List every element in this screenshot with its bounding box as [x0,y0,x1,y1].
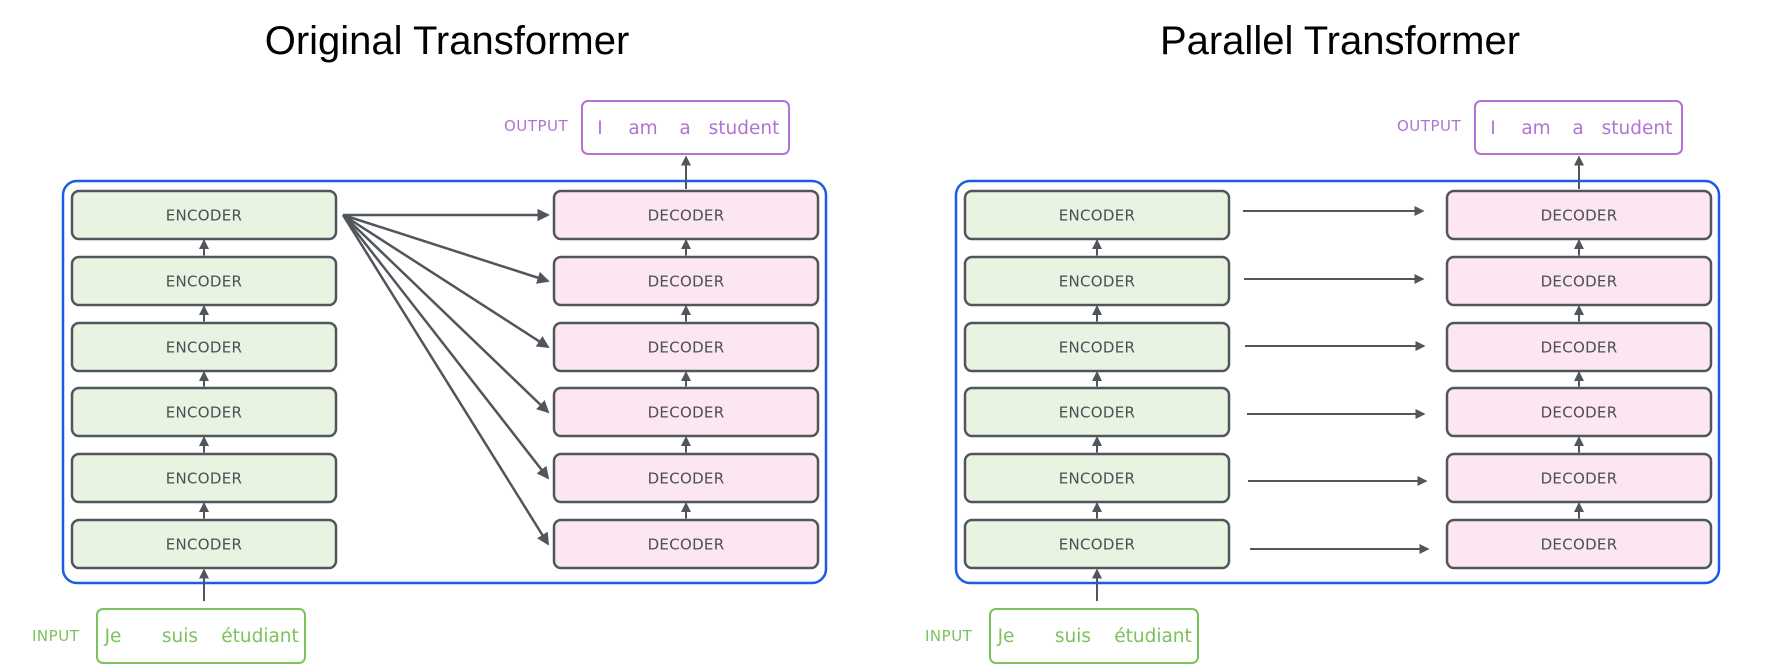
decoder-label: DECODER [1541,470,1618,488]
decoder-label: DECODER [1541,339,1618,357]
model-container [61,179,828,585]
output-token: a [679,118,690,139]
encoder-block: ENCODER [963,386,1231,438]
output-token: I [597,118,602,139]
input-token: suis [1055,626,1091,647]
output-label: OUTPUT [504,117,568,135]
input-token: étudiant [1114,626,1192,647]
input-label: INPUT [32,627,80,645]
decoder-block: DECODER [552,321,820,373]
output-token: I [1490,118,1495,139]
input-token: Je [997,626,1015,647]
encoder-label: ENCODER [166,404,243,422]
input-box [989,608,1199,664]
output-token: am [1521,118,1550,139]
decoder-label: DECODER [648,536,725,554]
decoder-block: DECODER [552,386,820,438]
panel-title: Original Transformer [265,19,630,63]
encoder-label: ENCODER [1059,470,1136,488]
encoder-label: ENCODER [166,470,243,488]
encoder-box [70,518,338,570]
encoder-block: ENCODER [70,189,338,241]
encoder-block: ENCODER [963,255,1231,307]
cross-attention-arrow [342,213,550,349]
encoder-label: ENCODER [1059,207,1136,225]
decoder-block: DECODER [1445,386,1713,438]
decoder-label: DECODER [648,470,725,488]
input-label: INPUT [925,627,973,645]
output-token: student [709,118,780,139]
encoder-block: ENCODER [70,386,338,438]
decoder-label: DECODER [1541,273,1618,291]
encoder-block: ENCODER [963,189,1231,241]
decoder-label: DECODER [648,207,725,225]
output-token: student [1602,118,1673,139]
encoder-label: ENCODER [1059,404,1136,422]
input-box [96,608,306,664]
encoder-block: ENCODER [70,518,338,570]
decoder-label: DECODER [648,273,725,291]
encoder-block: ENCODER [70,452,338,504]
encoder-label: ENCODER [166,536,243,554]
encoder-label: ENCODER [1059,273,1136,291]
decoder-block: DECODER [1445,518,1713,570]
output-box [581,100,790,155]
encoder-label: ENCODER [1059,339,1136,357]
encoder-block: ENCODER [70,255,338,307]
decoder-block: DECODER [1445,189,1713,241]
decoder-block: DECODER [1445,321,1713,373]
encoder-label: ENCODER [166,207,243,225]
decoder-block: DECODER [552,255,820,307]
decoder-block: DECODER [1445,452,1713,504]
decoder-label: DECODER [1541,404,1618,422]
decoder-label: DECODER [648,339,725,357]
decoder-box [1445,518,1713,570]
input-token: étudiant [221,626,299,647]
decoder-box [552,518,820,570]
output-label: OUTPUT [1397,117,1461,135]
cross-attention-arrow [342,214,550,480]
encoder-box [963,518,1231,570]
decoder-label: DECODER [1541,207,1618,225]
decoder-block: DECODER [552,189,820,241]
encoder-block: ENCODER [963,321,1231,373]
cross-attention-arrow [342,214,550,414]
encoder-label: ENCODER [166,339,243,357]
encoder-block: ENCODER [70,321,338,373]
encoder-label: ENCODER [1059,536,1136,554]
decoder-label: DECODER [1541,536,1618,554]
model-container [954,179,1721,585]
output-box [1474,100,1683,155]
cross-attention-arrow [341,214,550,546]
decoder-block: DECODER [552,452,820,504]
encoder-block: ENCODER [963,452,1231,504]
decoder-label: DECODER [648,404,725,422]
cross-attention-arrow [342,213,550,284]
input-token: Je [104,626,122,647]
input-token: suis [162,626,198,647]
encoder-label: ENCODER [166,273,243,291]
panel-title: Parallel Transformer [1160,19,1520,63]
output-token: a [1572,118,1583,139]
output-token: am [628,118,657,139]
decoder-block: DECODER [1445,255,1713,307]
encoder-block: ENCODER [963,518,1231,570]
decoder-block: DECODER [552,518,820,570]
